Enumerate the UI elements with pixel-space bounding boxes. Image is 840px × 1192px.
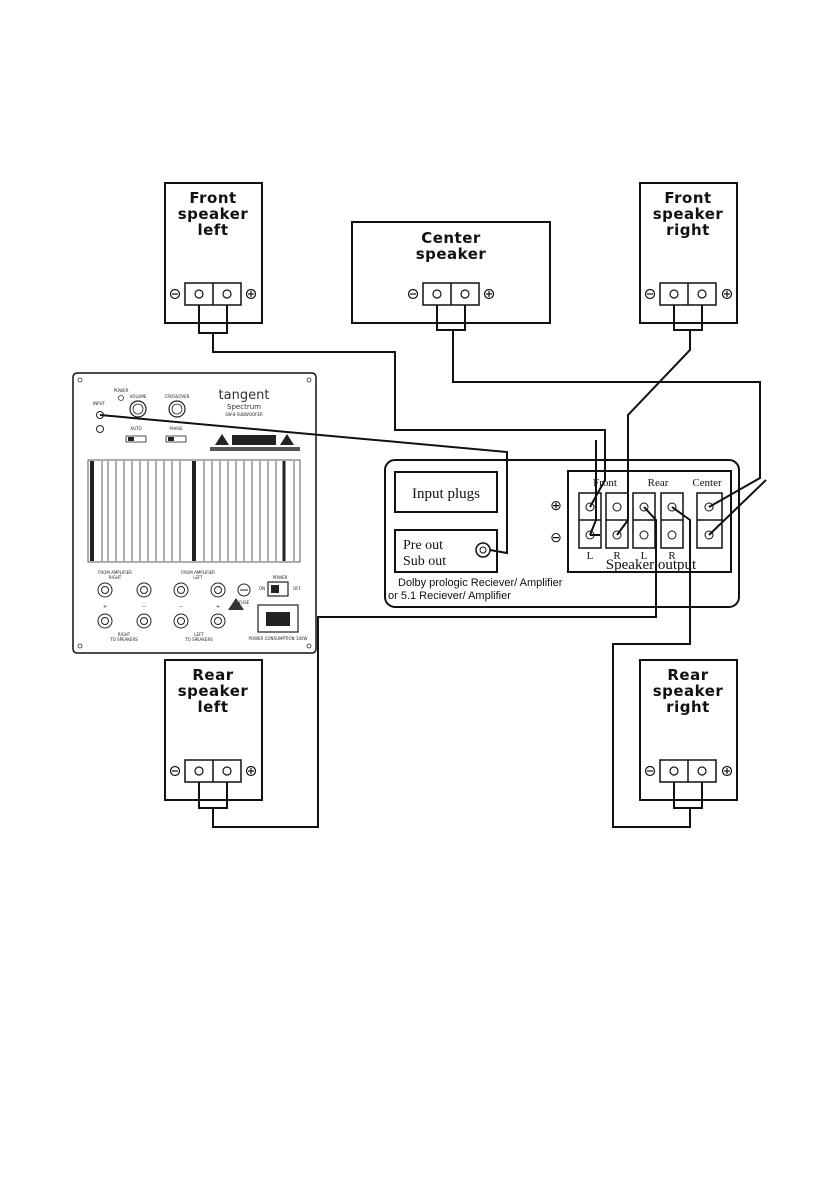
svg-text:+: + [103,604,107,610]
power-on-label: ON [259,586,265,591]
front-left-speaker: Front speaker left [164,182,263,324]
receiver-caption-1: Dolby prologic Reciever/ Amplifier [398,577,563,589]
fuse-label: FUSE [239,600,250,605]
front-right-title-3: right [666,221,710,239]
output-terminal-holes [585,502,714,540]
rear-left-title-1: Rear [192,666,233,684]
wires [99,305,767,828]
minus-symbol: ⊖ [550,531,562,546]
power-led-icon [118,395,124,401]
sub-out-label: Sub out [403,554,446,569]
col-rear-label: Rear [648,477,669,489]
speaker-output-label: Speaker output [606,557,697,573]
auto-switch-icon [125,435,147,443]
crossover-label: CROSSOVER [165,394,190,399]
receiver-caption-2: or 5.1 Reciever/ Amplifier [388,590,511,602]
pre-out-label: Pre out [403,538,443,553]
power-off-label: OFF [293,586,301,591]
rear-right-speaker: Rear speaker right [639,659,738,801]
input-jack-l-icon [96,425,104,433]
power-led-label: POWER [114,388,129,393]
from-amp-right-label: FROM AMPLIFIER [98,570,132,575]
warning-triangle-icon [215,434,229,445]
front-right-title-2: speaker [653,205,724,223]
from-amp-right-sub: RIGHT [109,575,122,580]
heatsink [87,459,301,563]
brand-logo: tangent [219,388,270,403]
fuse-icon [237,583,251,597]
col-center-label: Center [692,477,722,489]
input-plugs-box [394,471,498,513]
col-front-label: Front [593,477,617,489]
front-left-terminal [169,282,257,306]
front-left-title-1: Front [189,189,236,207]
volume-knob-icon [129,400,147,418]
front-left-title-2: speaker [178,205,249,223]
front-r-label: R [613,550,621,562]
input-plugs-label: Input plugs [412,486,480,502]
volume-label: VOLUME [130,394,147,399]
subwoofer-panel: POWER VOLUME CROSSOVER tangent Spectrum … [72,372,317,654]
front-l-label: L [587,550,594,562]
svg-text:+: + [216,604,220,610]
to-spk-right-label: RIGHT [118,632,131,637]
rear-left-speaker: Rear speaker left [164,659,263,801]
series-label: Spectrum [227,403,261,411]
input-label: INPUT [93,401,106,406]
power-switch-label: POWER [273,575,288,580]
rear-right-title-2: speaker [653,682,724,700]
center-title-2: speaker [416,245,487,263]
from-amp-left-sub: LEFT [193,575,203,580]
power-socket-icon [257,604,299,633]
receiver: Input plugs Pre out Sub out Dolby prolog… [384,459,740,608]
auto-label: AUTO [130,426,141,431]
rear-left-terminal [169,759,257,783]
rear-right-title-3: right [666,698,710,716]
from-amp-left-label: FROM AMPLIFIER [181,570,215,575]
front-left-title-3: left [197,221,228,239]
phase-switch-icon [165,435,187,443]
rear-left-title-2: speaker [178,682,249,700]
output-terminals [578,492,723,549]
svg-text:−: − [179,604,183,610]
rear-left-title-3: left [197,698,228,716]
power-consumption-label: POWER CONSUMPTION 100W [249,636,308,641]
rear-l-label: L [641,550,648,562]
rear-right-terminal [644,759,733,783]
to-spk-left-sub: TO SPEAKERS [184,637,213,642]
center-terminal [407,282,495,306]
plus-symbol: ⊕ [550,499,562,514]
center-title-1: Center [421,229,481,247]
rear-right-title-1: Rear [667,666,708,684]
svg-text:−: − [142,604,146,610]
to-spk-right-sub: TO SPEAKERS [109,637,138,642]
front-right-title-1: Front [664,189,711,207]
model-label: SW-8 SUBWOOFER [225,412,263,417]
phase-label: PHASE [169,426,183,431]
warning-triangle-icon-2 [280,434,294,445]
front-right-speaker: Front speaker right [639,182,738,324]
binding-posts [97,582,226,629]
rear-r-label: R [668,550,676,562]
to-spk-left-label: LEFT [194,632,204,637]
front-right-terminal [644,282,733,306]
power-switch-icon [267,581,289,597]
crossover-knob-icon [168,400,186,418]
center-speaker: Center speaker [351,221,551,324]
